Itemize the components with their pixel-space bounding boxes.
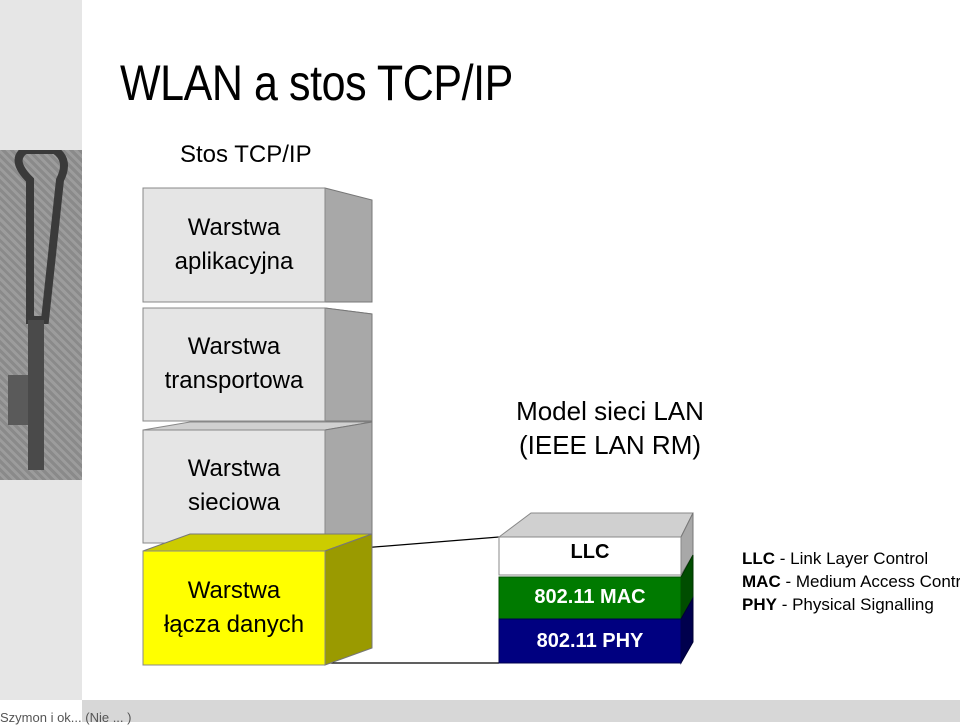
- legend-desc: - Link Layer Control: [775, 549, 929, 568]
- footer-band: [82, 700, 960, 722]
- layer-label-line1: Warstwa: [187, 455, 281, 482]
- layer-label-line2: łącza danych: [163, 611, 305, 638]
- lan-label-phy: 802.11 PHY: [536, 630, 644, 652]
- layer-label-line2: sieciowa: [187, 489, 281, 516]
- legend-desc: - Physical Signalling: [776, 595, 934, 614]
- slide-title: WLAN a stos TCP/IP: [120, 55, 513, 111]
- legend-item-llc: LLC - Link Layer Control: [742, 547, 960, 570]
- legend-item-phy: PHY - Physical Signalling: [742, 593, 960, 616]
- layer-label-transport: Warstwa transportowa: [144, 330, 324, 398]
- lan-label-mac: 802.11 MAC: [534, 586, 646, 608]
- legend-abbr: PHY: [742, 595, 777, 614]
- lan-label-llc: LLC: [570, 541, 610, 563]
- footer-text: Szymon i ok... (Nie ... ): [0, 710, 132, 725]
- legend-abbr: LLC: [742, 549, 776, 568]
- key-icon: [8, 146, 68, 470]
- lan-box-phy: [498, 596, 694, 665]
- layer-label-line1: Warstwa: [187, 577, 281, 604]
- layer-label-line1: Warstwa: [187, 333, 281, 360]
- lan-model-title-line1: Model sieci LAN: [516, 396, 704, 426]
- layer-label-application: Warstwa aplikacyjna: [144, 211, 324, 279]
- lan-model-title-line2: (IEEE LAN RM): [518, 430, 702, 460]
- legend-desc: - Medium Access Control: [780, 572, 960, 591]
- key-image: [0, 146, 82, 480]
- layer-label-line2: transportowa: [164, 367, 304, 394]
- layer-box-datalink: [142, 533, 373, 666]
- legend-item-mac: MAC - Medium Access Control: [742, 570, 960, 593]
- layer-label-datalink: Warstwa łącza danych: [144, 574, 324, 642]
- layer-label-network: Warstwa sieciowa: [144, 452, 324, 520]
- layer-box-network: [142, 421, 373, 544]
- layer-label-line2: aplikacyjna: [174, 248, 294, 275]
- legend: LLC - Link Layer Control MAC - Medium Ac…: [742, 547, 960, 616]
- layer-box-transport: [142, 307, 373, 422]
- layer-box-application: [142, 187, 373, 303]
- tcpip-stack-heading: Stos TCP/IP: [180, 141, 312, 168]
- layer-label-line1: Warstwa: [187, 214, 281, 241]
- lan-model-title: Model sieci LAN (IEEE LAN RM): [490, 394, 730, 462]
- legend-abbr: MAC: [742, 572, 781, 591]
- lan-box-llc: [497, 512, 694, 577]
